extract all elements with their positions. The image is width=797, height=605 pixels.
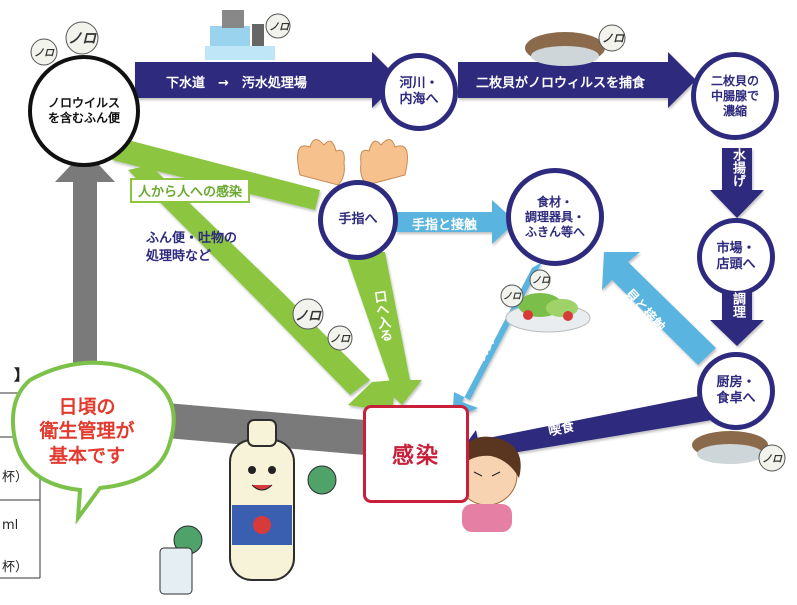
virus-tags — [30, 13, 786, 472]
kitchen-node: 厨房・ 食卓へ — [697, 352, 775, 430]
virus-tag-1: ノロ — [34, 48, 54, 59]
virus-tag-9: ノロ — [762, 454, 782, 465]
person-to-person-label-box: 人から人への感染 — [130, 178, 251, 203]
hands-illustration — [297, 139, 408, 186]
infection-box: 感染 — [363, 405, 469, 503]
market-label: 市場・ 店頭へ — [716, 240, 756, 272]
virus-tag-5: ノロ — [503, 292, 522, 302]
virus-tag-8: ノロ — [330, 334, 350, 345]
sick-person-illustration — [456, 436, 521, 532]
harvest-arrow-label: 水揚げ — [730, 148, 745, 187]
virus-tag-6: ノロ — [532, 276, 551, 286]
ingredients-node: 食材・ 調理器具・ ふきん等へ — [506, 168, 604, 266]
hand-contact-arrow-label: 手指と接触 — [412, 218, 478, 233]
speech-bubble-text: 日頃の 衛生管理が 基本です — [39, 396, 135, 467]
bivalve-node: 二枚貝の 中腸腺で 濃縮 — [691, 52, 779, 140]
virus-tag-3: ノロ — [269, 22, 289, 33]
cooking-arrow-label: 調理 — [730, 292, 745, 318]
navy-arrows — [135, 52, 764, 468]
capture-arrow-label: 二枚貝がノロウィルスを捕食 — [476, 76, 646, 91]
infection-label: 感染 — [391, 444, 440, 469]
cut-off-row-1: 杯） — [2, 470, 29, 485]
fingers-label: 手指へ — [338, 211, 378, 227]
ingredients-label: 食材・ 調理器具・ ふきん等へ — [524, 194, 585, 239]
river-node: 河川・ 内海へ — [380, 53, 458, 131]
person-to-person-label: 人から人への感染 — [138, 185, 243, 200]
kitchen-label: 厨房・ 食卓へ — [716, 374, 756, 406]
salad-plate-illustration — [505, 293, 591, 333]
cut-off-row-2: ml — [2, 518, 19, 533]
norovirus-source-node: ノロウイルス を含むふん便 — [28, 55, 140, 167]
virus-tag-2: ノロ — [68, 31, 96, 47]
cut-off-row-3: 杯） — [2, 560, 29, 575]
sewer-pipe-illustration — [205, 10, 275, 60]
speech-bubble-shape — [10, 360, 176, 525]
cut-off-bracket: 】 — [14, 366, 30, 384]
norovirus-source-label: ノロウイルス を含むふん便 — [47, 96, 120, 125]
bottle-mascot — [159, 419, 337, 595]
virus-tag-4: ノロ — [602, 32, 624, 45]
river-label: 河川・ 内海へ — [399, 75, 439, 107]
virus-tag-7: ノロ — [295, 309, 322, 324]
feces-note-label: ふん便・吐物の 処理時など — [146, 231, 238, 264]
sewer-arrow-label: 下水道 → 汚水処理場 — [166, 76, 307, 91]
clam-shell-top — [525, 32, 605, 66]
bivalve-label: 二枚貝の 中腸腺で 濃縮 — [710, 73, 759, 118]
clam-shell-bottom — [692, 431, 768, 464]
market-node: 市場・ 店頭へ — [697, 218, 775, 296]
fingers-node: 手指へ — [318, 180, 398, 260]
